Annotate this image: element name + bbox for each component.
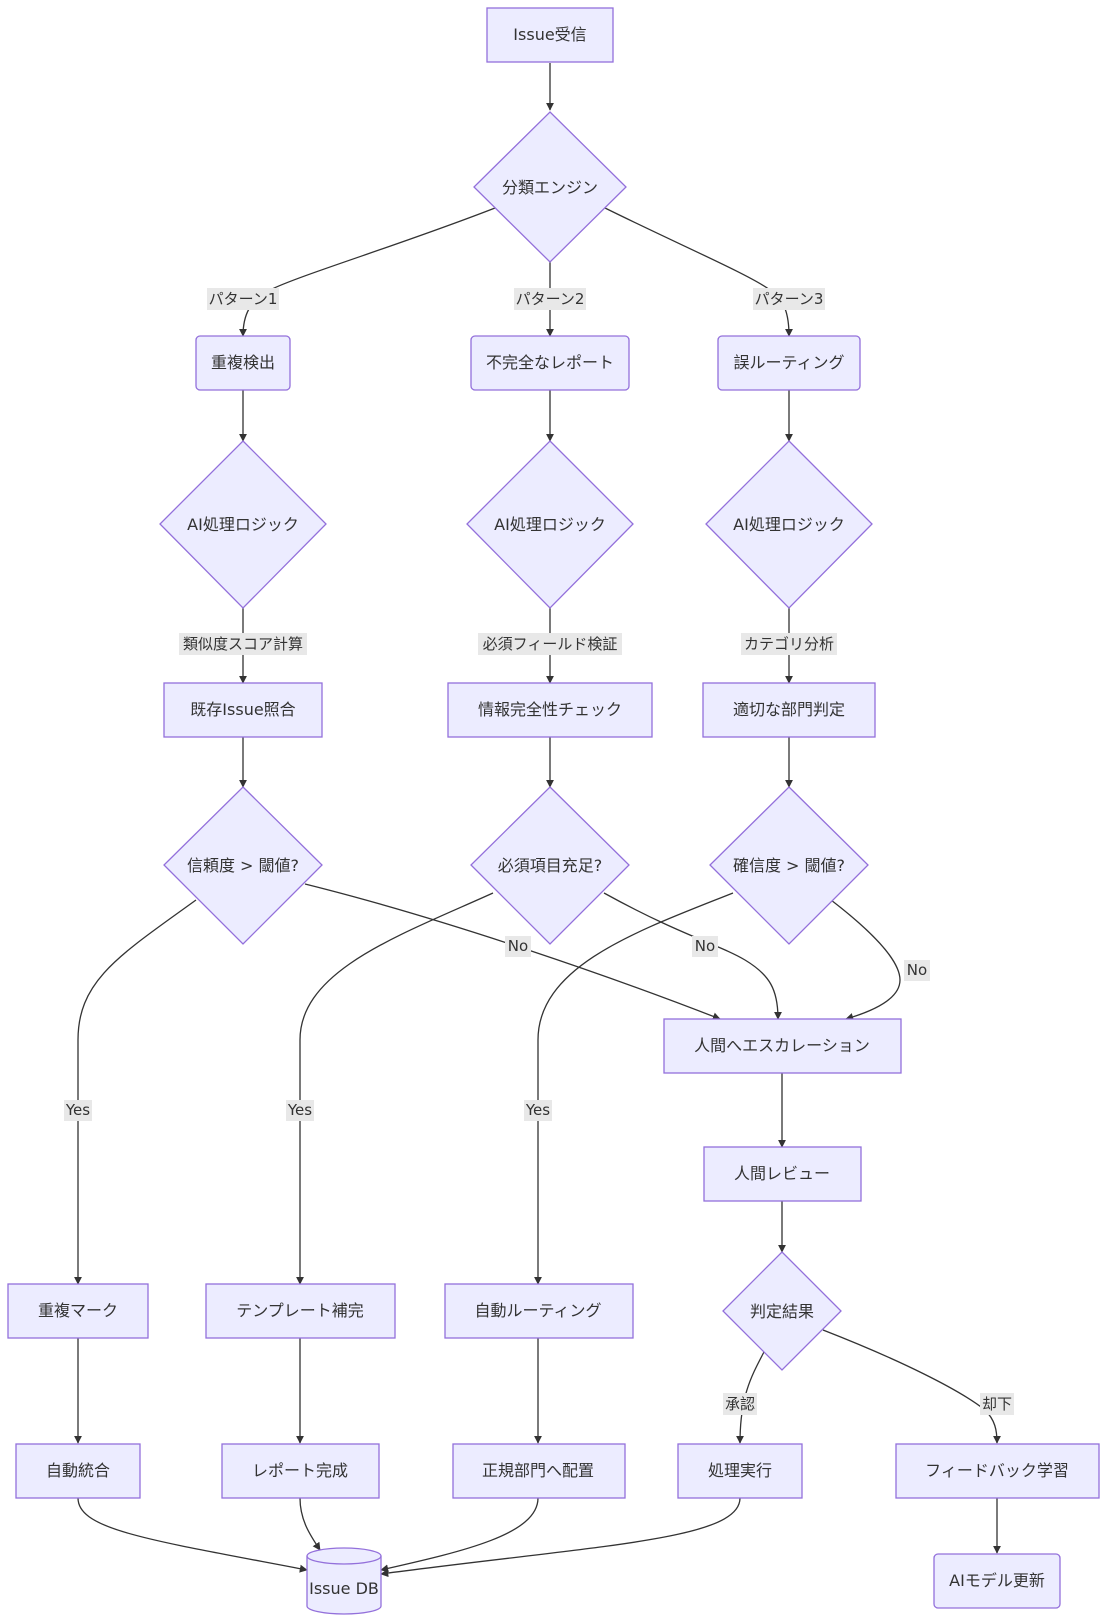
edge-judgment-reject [822,1329,1001,1444]
node-template-fill: テンプレート補完 [205,1283,396,1339]
node-department-judge: 適切な部門判定 [702,682,876,738]
edge-label-yes-3-text: Yes [525,1101,550,1119]
edge-label-reject: 却下 [980,1393,1014,1415]
edge-confidence-yes [74,899,197,1285]
node-incomplete-report-label: 不完全なレポート [486,353,614,372]
node-receive: Issue受信 [486,7,614,63]
node-match-existing-label: 既存Issue照合 [190,700,295,719]
edge-label-approve: 承認 [723,1393,757,1415]
node-classifier: 分類エンジン [473,111,627,263]
edge-label-category-analysis: カテゴリ分析 [741,633,837,655]
node-department-judge-label: 適切な部門判定 [733,700,845,719]
node-ai-logic-3: AI処理ロジック [705,440,873,609]
edge-label-no-1-text: No [508,937,528,955]
node-auto-merge: 自動統合 [15,1443,141,1499]
edge-label-yes-2: Yes [286,1100,314,1121]
node-ai-logic-1: AI処理ロジック [159,440,327,609]
edge-label-pattern3-text: パターン3 [755,290,824,308]
node-ai-logic-2: AI処理ロジック [466,440,634,609]
node-model-update-label: AIモデル更新 [949,1571,1045,1590]
edge-label-pattern3: パターン3 [753,288,825,310]
node-match-existing: 既存Issue照合 [163,682,323,738]
edge-certainty-no [830,899,901,1021]
node-completeness-check: 情報完全性チェック [447,682,653,738]
node-required-filled: 必須項目充足? [470,786,630,945]
node-execute-label: 処理実行 [708,1461,772,1480]
node-confidence-threshold-label: 信頼度 > 閾値? [187,856,299,875]
edge-classifier-duplicate [239,207,496,337]
edge-label-pattern2: パターン2 [514,288,586,310]
node-template-fill-label: テンプレート補完 [236,1301,364,1320]
edge-label-similarity-text: 類似度スコア計算 [183,635,303,653]
node-ai-logic-3-label: AI処理ロジック [733,515,845,534]
edge-label-yes-3: Yes [524,1100,552,1121]
edge-required-no [603,892,782,1020]
node-escalate: 人間へエスカレーション [663,1018,902,1074]
node-auto-routing: 自動ルーティング [444,1283,634,1339]
edge-label-pattern2-text: パターン2 [516,290,585,308]
edge-label-field-validation: 必須フィールド検証 [478,633,622,655]
edge-label-reject-text: 却下 [982,1395,1012,1413]
edge-label-approve-text: 承認 [725,1395,755,1413]
edge-judgment-approve [736,1349,766,1444]
node-misrouting-label: 誤ルーティング [733,353,844,372]
node-completeness-check-label: 情報完全性チェック [478,700,622,719]
edge-execute-db [380,1497,741,1578]
edge-automerge-db [77,1497,308,1573]
node-feedback-learning: フィードバック学習 [895,1443,1100,1499]
edge-report-db [299,1497,321,1551]
node-report-complete: レポート完成 [221,1443,380,1499]
edge-label-similarity: 類似度スコア計算 [179,633,307,655]
node-misrouting: 誤ルーティング [717,335,861,391]
edge-label-no-3-text: No [907,961,927,979]
node-ai-logic-2-label: AI処理ロジック [494,515,606,534]
edge-label-pattern1: パターン1 [207,288,279,310]
edge-label-field-validation-text: 必須フィールド検証 [483,635,618,653]
edge-label-pattern1-text: パターン1 [209,290,278,308]
node-model-update: AIモデル更新 [933,1553,1061,1609]
node-human-review-label: 人間レビュー [734,1164,830,1183]
node-issue-db: Issue DB [306,1547,382,1615]
node-auto-merge-label: 自動統合 [46,1461,110,1480]
edge-label-category-analysis-text: カテゴリ分析 [744,635,834,653]
node-mark-duplicate-label: 重複マーク [38,1301,118,1320]
node-duplicate-detect: 重複検出 [195,335,291,391]
edge-label-yes-1: Yes [64,1100,92,1121]
edge-classifier-misrouting [604,207,793,337]
edge-certainty-yes [534,892,734,1285]
node-execute: 処理実行 [677,1443,803,1499]
node-human-review: 人間レビュー [703,1146,862,1202]
node-assign-department: 正規部門へ配置 [452,1443,626,1499]
edge-label-no-3: No [904,960,930,981]
node-judgment: 判定結果 [722,1251,842,1371]
edge-label-no-1: No [505,936,531,957]
edge-assign-db [380,1497,539,1573]
edge-label-no-2: No [692,936,718,957]
node-auto-routing-label: 自動ルーティング [474,1301,601,1320]
edge-label-no-2-text: No [695,937,715,955]
node-escalate-label: 人間へエスカレーション [694,1036,870,1055]
edge-label-yes-2-text: Yes [287,1101,312,1119]
node-assign-department-label: 正規部門へ配置 [482,1461,594,1480]
node-mark-duplicate: 重複マーク [7,1283,149,1339]
node-feedback-learning-label: フィードバック学習 [925,1461,1069,1480]
node-judgment-label: 判定結果 [750,1302,814,1321]
node-issue-db-label: Issue DB [309,1579,379,1598]
edge-label-yes-1-text: Yes [65,1101,90,1119]
edge-required-yes [296,892,494,1285]
node-classifier-label: 分類エンジン [502,178,598,197]
node-certainty-threshold: 確信度 > 閾値? [709,786,869,945]
node-required-filled-label: 必須項目充足? [498,856,603,875]
node-receive-label: Issue受信 [513,25,586,44]
node-ai-logic-1-label: AI処理ロジック [187,515,299,534]
node-report-complete-label: レポート完成 [252,1461,348,1480]
node-confidence-threshold: 信頼度 > 閾値? [163,786,323,945]
node-incomplete-report: 不完全なレポート [470,335,630,391]
node-certainty-threshold-label: 確信度 > 閾値? [733,856,845,875]
node-duplicate-detect-label: 重複検出 [211,353,275,372]
